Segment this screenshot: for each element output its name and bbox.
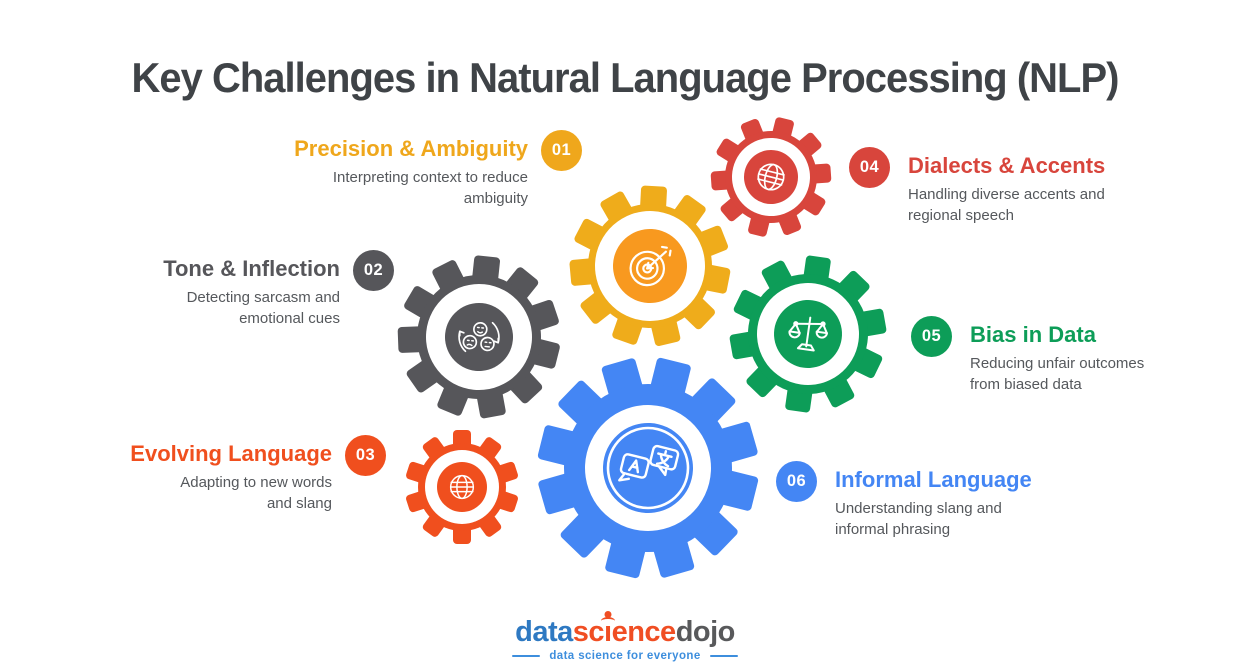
- number-badge: 04: [849, 147, 890, 188]
- item-description: Detecting sarcasm and emotional cues: [186, 288, 340, 328]
- item-title: Evolving Language: [130, 441, 332, 466]
- item-description: Adapting to new words and slang: [180, 473, 332, 513]
- logo-tagline: data science for everyone: [512, 650, 738, 662]
- item-title: Bias in Data: [970, 322, 1096, 347]
- number-badge: 06: [776, 461, 817, 502]
- item-description: Handling diverse accents and regional sp…: [908, 185, 1105, 225]
- challenge-item-tone-inflection: Tone & Inflection Detecting sarcasm and …: [108, 250, 394, 329]
- page-title: Key Challenges in Natural Language Proce…: [131, 54, 1120, 102]
- challenge-item-precision-ambiguity: Precision & Ambiguity Interpreting conte…: [240, 130, 582, 209]
- item-description: Interpreting context to reduce ambiguity: [332, 168, 528, 208]
- item-description: Understanding slang and informal phrasin…: [835, 499, 1002, 539]
- challenge-item-dialects-accents: 04 Dialects & Accents Handling diverse a…: [849, 147, 1173, 226]
- tagline-dash-right: [709, 655, 738, 657]
- informal-language-gear: [537, 357, 759, 579]
- item-title: Informal Language: [835, 467, 1032, 492]
- challenge-item-evolving-language: Evolving Language Adapting to new words …: [100, 435, 386, 514]
- item-title: Dialects & Accents: [908, 153, 1106, 178]
- logo-text-dojo: dojo: [675, 616, 736, 648]
- number-badge: 05: [911, 316, 952, 357]
- person-arms-icon: [600, 617, 615, 625]
- item-title: Tone & Inflection: [163, 256, 340, 281]
- dialects-accents-gear: [710, 117, 832, 237]
- number-badge: 01: [541, 130, 582, 171]
- logo-text-data: data: [515, 616, 573, 648]
- challenge-item-bias-in-data: 05 Bias in Data Reducing unfair outcomes…: [911, 316, 1215, 395]
- item-description: Reducing unfair outcomes from biased dat…: [970, 354, 1145, 394]
- tagline-text: data science for everyone: [549, 650, 701, 662]
- item-title: Precision & Ambiguity: [294, 136, 528, 161]
- challenge-item-informal-language: 06 Informal Language Understanding slang…: [776, 461, 1090, 540]
- number-badge: 03: [345, 435, 386, 476]
- tagline-dash-left: [512, 655, 541, 657]
- person-icon: [604, 611, 612, 618]
- tone-inflection-gear: [397, 255, 560, 419]
- bias-in-data-gear: [729, 255, 887, 413]
- evolving-language-gear: [406, 430, 518, 544]
- number-badge: 02: [353, 250, 394, 291]
- precision-ambiguity-gear: [569, 185, 731, 347]
